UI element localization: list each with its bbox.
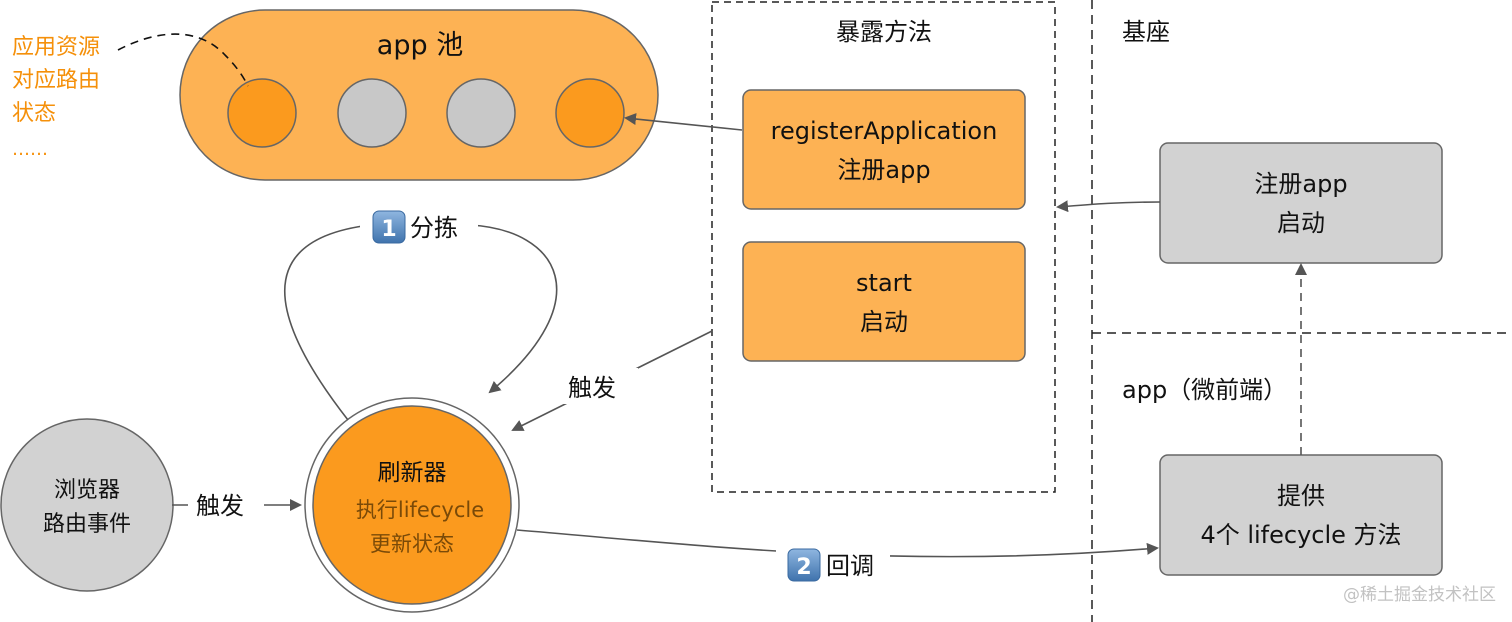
arrow-sort-loop xyxy=(284,224,558,421)
base-box-line-2: 启动 xyxy=(1277,209,1325,237)
base-box-line-1: 注册app xyxy=(1254,170,1347,198)
exposed-methods-title: 暴露方法 xyxy=(836,18,932,46)
register-app-label: 注册app xyxy=(837,156,930,184)
pool-note: 应用资源 对应路由 状态 …… xyxy=(12,35,100,160)
start-box xyxy=(742,241,1026,362)
watermark: @稀土掘金技术社区 xyxy=(1343,585,1496,605)
pool-app-inactive-2 xyxy=(446,78,516,148)
lifecycle-box-line-1: 提供 xyxy=(1277,482,1325,510)
pool-app-active-1 xyxy=(227,78,297,148)
note-connector xyxy=(117,33,249,87)
refresher xyxy=(312,405,512,605)
arrow-register-to-pool xyxy=(624,113,743,131)
pool-app-active-2 xyxy=(555,78,625,148)
note-line-2: 对应路由 xyxy=(12,68,100,93)
note-line-3: 状态 xyxy=(12,101,56,126)
browser-line-2: 路由事件 xyxy=(43,512,131,537)
sort-label: 分拣 xyxy=(410,214,458,242)
lifecycle-provider-box xyxy=(1159,454,1443,576)
start-cn-label: 启动 xyxy=(860,308,908,336)
note-line-1: 应用资源 xyxy=(12,35,100,60)
badge-2-number: 2 xyxy=(796,555,811,580)
register-application-label: registerApplication xyxy=(771,117,998,145)
refresher-title: 刷新器 xyxy=(378,460,447,486)
trigger-left-bg xyxy=(188,486,264,524)
browser-route-event xyxy=(0,418,174,592)
trigger-label-start: 触发 xyxy=(568,374,616,402)
lifecycle-box-line-2: 4个 lifecycle 方法 xyxy=(1200,521,1401,549)
callback-label: 回调 xyxy=(826,552,874,580)
micro-frontend-title: app（微前端） xyxy=(1122,376,1287,404)
trigger-label-browser: 触发 xyxy=(196,492,244,520)
app-pool-title: app 池 xyxy=(377,30,463,61)
badge-1-icon xyxy=(372,210,406,244)
register-application-box xyxy=(742,89,1026,210)
base-register-box xyxy=(1159,142,1443,264)
note-line-4: …… xyxy=(12,139,48,160)
badge-2-icon xyxy=(787,548,821,582)
base-title: 基座 xyxy=(1122,18,1170,46)
arrow-base-to-exposed xyxy=(1056,200,1161,213)
exposed-methods-region xyxy=(711,1,1056,493)
refresher-line-3: 更新状态 xyxy=(370,532,454,556)
trigger-top-bg xyxy=(558,368,638,404)
refresher-line-2: 执行lifecycle xyxy=(356,498,484,522)
browser-line-1: 浏览器 xyxy=(54,478,120,503)
app-pool xyxy=(179,9,659,181)
start-label: start xyxy=(856,269,912,297)
pool-app-inactive-1 xyxy=(337,78,407,148)
badge-1-number: 1 xyxy=(381,217,396,242)
